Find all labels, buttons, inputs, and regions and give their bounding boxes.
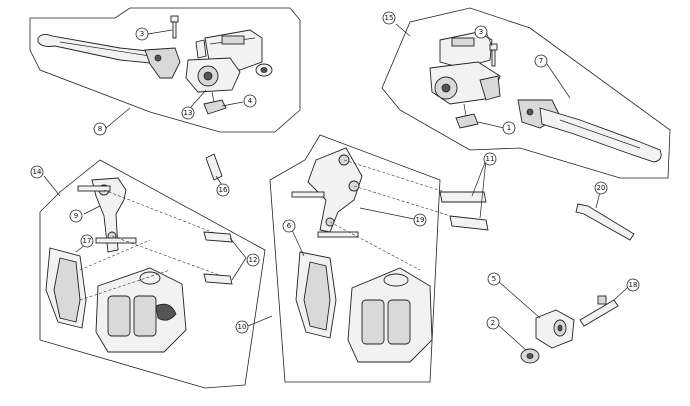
- callout-19: 19: [413, 213, 427, 227]
- svg-text:8: 8: [98, 125, 102, 133]
- svg-text:20: 20: [597, 184, 606, 192]
- loose-parts: [520, 203, 635, 364]
- svg-text:1: 1: [507, 124, 511, 132]
- callouts: 3 13 4 8 15 3 7 1 14 16 9 17 12 11 19 6 …: [30, 11, 640, 334]
- slide-pin: [575, 203, 635, 241]
- banjo-bolt: [579, 299, 619, 327]
- svg-text:4: 4: [248, 97, 253, 105]
- callout-7: 7: [534, 54, 548, 68]
- callout-16: 16: [216, 183, 230, 197]
- group-frame: [381, 7, 671, 179]
- brake-light-switch: [455, 113, 479, 129]
- mounting-bolt: [203, 273, 233, 285]
- mounting-bolt: [449, 215, 489, 231]
- callout-18: 18: [626, 278, 640, 292]
- group-front-caliper: [39, 153, 266, 389]
- svg-text:13: 13: [184, 109, 193, 117]
- svg-text:9: 9: [74, 212, 78, 220]
- lever-pivot: [144, 47, 181, 79]
- group-rear-caliper: [269, 134, 489, 383]
- svg-text:15: 15: [385, 14, 394, 22]
- svg-text:10: 10: [238, 323, 247, 331]
- svg-text:2: 2: [491, 319, 495, 327]
- callout-12: 12: [246, 253, 260, 267]
- pivot-bolt: [170, 15, 179, 23]
- callout-5: 5: [487, 272, 501, 286]
- callout-9: 9: [69, 209, 83, 223]
- group-frame: [269, 134, 441, 383]
- leader-lines: [43, 23, 629, 351]
- callout-20: 20: [594, 181, 608, 195]
- callout-10: 10: [235, 320, 249, 334]
- svg-text:14: 14: [33, 168, 42, 176]
- callout-11: 11: [483, 152, 497, 166]
- svg-text:19: 19: [416, 216, 425, 224]
- mounting-bolt: [439, 191, 487, 203]
- callout-17: 17: [80, 234, 94, 248]
- svg-text:3: 3: [479, 28, 483, 36]
- bleed-screw: [205, 153, 223, 181]
- callout-6: 6: [282, 219, 296, 233]
- svg-text:7: 7: [539, 57, 543, 65]
- callout-8: 8: [93, 122, 107, 136]
- brake-lever: [539, 107, 662, 163]
- callout-2: 2: [486, 316, 500, 330]
- callout-15: 15: [382, 11, 396, 25]
- group-frame: [39, 159, 266, 389]
- brake-light-switch: [203, 99, 227, 115]
- pivot-bolt: [489, 43, 498, 51]
- callout-13: 13: [181, 106, 195, 120]
- group-rear-master-cylinder: [381, 7, 671, 179]
- callout-3: 3: [474, 25, 488, 39]
- svg-text:3: 3: [140, 30, 144, 38]
- svg-text:6: 6: [287, 222, 292, 230]
- svg-text:5: 5: [492, 275, 496, 283]
- mounting-bolt: [203, 231, 233, 243]
- group-frame: [29, 7, 301, 133]
- svg-text:11: 11: [486, 155, 495, 163]
- callout-14: 14: [30, 165, 44, 179]
- callout-4: 4: [243, 94, 257, 108]
- callout-1: 1: [502, 121, 516, 135]
- svg-text:16: 16: [219, 186, 228, 194]
- svg-text:17: 17: [83, 237, 92, 245]
- svg-text:18: 18: [629, 281, 638, 289]
- callout-3: 3: [135, 27, 149, 41]
- svg-text:12: 12: [249, 256, 258, 264]
- group-front-master-cylinder: [29, 7, 301, 133]
